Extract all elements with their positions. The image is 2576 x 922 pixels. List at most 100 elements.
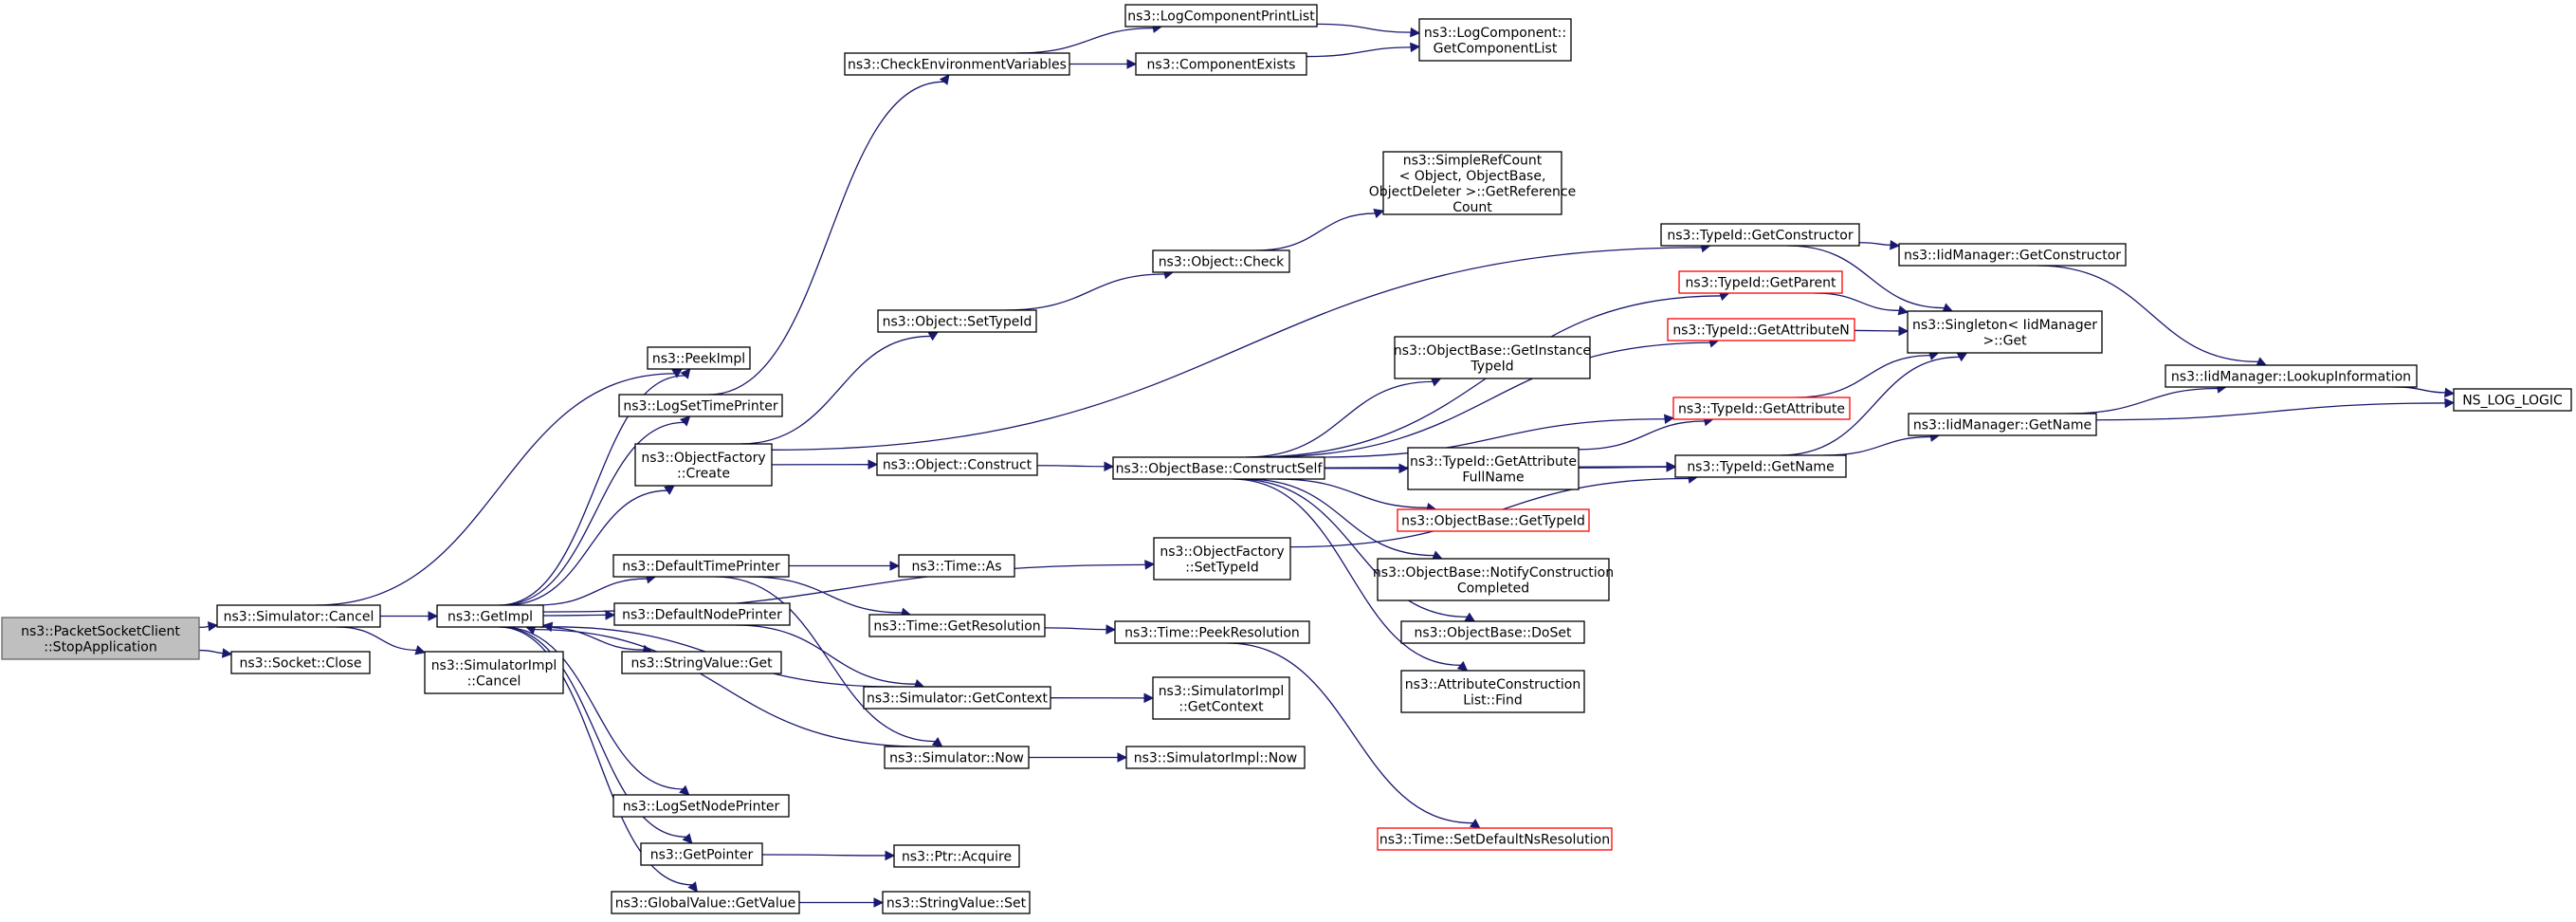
node-box[interactable]: [436, 604, 544, 628]
node-typeIdGetName[interactable]: ns3::TypeId::GetName: [1674, 454, 1847, 478]
node-iidMgrLookup[interactable]: ns3::IidManager::LookupInformation: [2165, 364, 2418, 388]
node-typeIdGetConstructor[interactable]: ns3::TypeId::GetConstructor: [1660, 223, 1860, 247]
node-objCheck[interactable]: ns3::Object::Check: [1152, 249, 1290, 273]
node-box[interactable]: [424, 651, 564, 694]
node-box[interactable]: [1907, 310, 2103, 354]
node-box[interactable]: [1667, 318, 1855, 341]
node-box[interactable]: [2453, 388, 2572, 412]
node-box[interactable]: [1112, 456, 1325, 480]
node-iidMgrGetName[interactable]: ns3::IidManager::GetName: [1908, 413, 2097, 436]
node-objBaseGetTypeId[interactable]: ns3::ObjectBase::GetTypeId: [1397, 508, 1590, 532]
node-box[interactable]: [1898, 243, 2127, 267]
node-box[interactable]: [1400, 620, 1585, 644]
node-box[interactable]: [1135, 52, 1307, 76]
node-box[interactable]: [1124, 4, 1318, 28]
node-simGetContext[interactable]: ns3::Simulator::GetContext: [863, 686, 1051, 710]
node-box[interactable]: [1672, 396, 1851, 420]
node-box[interactable]: [1407, 447, 1580, 490]
node-box[interactable]: [621, 651, 782, 674]
node-box[interactable]: [640, 842, 763, 866]
node-box[interactable]: [216, 604, 381, 628]
node-timeGetResolution[interactable]: ns3::Time::GetResolution: [868, 614, 1046, 637]
node-simNow[interactable]: ns3::Simulator::Now: [884, 746, 1030, 769]
node-box[interactable]: [1153, 537, 1291, 581]
node-box[interactable]: [1678, 270, 1843, 294]
node-box[interactable]: [2165, 364, 2418, 388]
node-box[interactable]: [647, 346, 751, 370]
node-box[interactable]: [1674, 454, 1847, 478]
node-box[interactable]: [1125, 746, 1306, 769]
node-simImplNow[interactable]: ns3::SimulatorImpl::Now: [1125, 746, 1306, 769]
node-logSetTimePrinter[interactable]: ns3::LogSetTimePrinter: [618, 394, 783, 417]
node-typeIdGetAttributeN[interactable]: ns3::TypeId::GetAttributeN: [1667, 318, 1855, 341]
node-box[interactable]: [868, 614, 1046, 637]
node-box[interactable]: [1660, 223, 1860, 247]
node-singletonGet[interactable]: ns3::Singleton< IidManager>::Get: [1907, 310, 2103, 354]
node-objFactorySetTypeId[interactable]: ns3::ObjectFactory::SetTypeId: [1153, 537, 1291, 581]
node-simImplCancel[interactable]: ns3::SimulatorImpl::Cancel: [424, 651, 564, 694]
node-objSetTypeId[interactable]: ns3::Object::SetTypeId: [877, 309, 1037, 333]
node-ptrAcquire[interactable]: ns3::Ptr::Acquire: [893, 844, 1020, 868]
node-sockClose[interactable]: ns3::Socket::Close: [230, 651, 371, 674]
node-box[interactable]: [1377, 558, 1610, 601]
node-box[interactable]: [893, 844, 1020, 868]
node-box[interactable]: [876, 452, 1038, 476]
node-logSetNodePrinter[interactable]: ns3::LogSetNodePrinter: [612, 794, 790, 818]
node-box[interactable]: [844, 52, 1070, 76]
node-box[interactable]: [1377, 827, 1613, 851]
node-objFactoryCreate[interactable]: ns3::ObjectFactory::Create: [634, 443, 773, 487]
node-objBaseConstructSelf[interactable]: ns3::ObjectBase::ConstructSelf: [1112, 456, 1325, 480]
node-stringValueSet[interactable]: ns3::StringValue::Set: [882, 891, 1031, 914]
node-box[interactable]: [612, 794, 790, 818]
node-defaultNodePrinter[interactable]: ns3::DefaultNodePrinter: [613, 602, 791, 626]
node-logCompPrintList[interactable]: ns3::LogComponentPrintList: [1124, 4, 1318, 28]
node-box[interactable]: [1397, 508, 1590, 532]
node-box[interactable]: [230, 651, 371, 674]
node-checkEnvVars[interactable]: ns3::CheckEnvironmentVariables: [844, 52, 1070, 76]
node-box[interactable]: [882, 891, 1031, 914]
node-box[interactable]: [1382, 151, 1562, 215]
node-typeIdGetParent[interactable]: ns3::TypeId::GetParent: [1678, 270, 1843, 294]
node-box[interactable]: [612, 554, 790, 578]
node-getPointer[interactable]: ns3::GetPointer: [640, 842, 763, 866]
node-box[interactable]: [611, 891, 800, 914]
node-box[interactable]: [863, 686, 1051, 710]
node-defaultTimePrinter[interactable]: ns3::DefaultTimePrinter: [612, 554, 790, 578]
node-globalValueGetValue[interactable]: ns3::GlobalValue::GetValue: [611, 891, 800, 914]
node-objBaseNotify[interactable]: ns3::ObjectBase::NotifyConstructionCompl…: [1373, 558, 1614, 601]
node-simCancel[interactable]: ns3::Simulator::Cancel: [216, 604, 381, 628]
node-iidMgrGetConstructor[interactable]: ns3::IidManager::GetConstructor: [1898, 243, 2127, 267]
node-box[interactable]: [1152, 676, 1290, 720]
node-box[interactable]: [1908, 413, 2097, 436]
node-box[interactable]: [1, 617, 200, 660]
node-box[interactable]: [618, 394, 783, 417]
node-box[interactable]: [877, 309, 1037, 333]
node-box[interactable]: [884, 746, 1030, 769]
node-timeAs[interactable]: ns3::Time::As: [898, 554, 1015, 578]
node-timePeekResolution[interactable]: ns3::Time::PeekResolution: [1114, 620, 1310, 644]
node-typeIdGetAttribute[interactable]: ns3::TypeId::GetAttribute: [1672, 396, 1851, 420]
node-simpleRefCount[interactable]: ns3::SimpleRefCount< Object, ObjectBase,…: [1369, 151, 1576, 215]
node-timeSetDefaultNsRes[interactable]: ns3::Time::SetDefaultNsResolution: [1377, 827, 1613, 851]
node-box[interactable]: [1114, 620, 1310, 644]
node-box[interactable]: [613, 602, 791, 626]
node-box[interactable]: [1152, 249, 1290, 273]
node-getImpl[interactable]: ns3::GetImpl: [436, 604, 544, 628]
node-simImplGetContext[interactable]: ns3::SimulatorImpl::GetContext: [1152, 676, 1290, 720]
node-peekImpl[interactable]: ns3::PeekImpl: [647, 346, 751, 370]
node-componentExists[interactable]: ns3::ComponentExists: [1135, 52, 1307, 76]
node-stringValueGet[interactable]: ns3::StringValue::Get: [621, 651, 782, 674]
node-box[interactable]: [1418, 18, 1572, 62]
node-box[interactable]: [1394, 336, 1591, 379]
node-logCompGetList[interactable]: ns3::LogComponent::GetComponentList: [1418, 18, 1572, 62]
node-box[interactable]: [1400, 670, 1585, 713]
node-box[interactable]: [898, 554, 1015, 578]
node-objConstruct[interactable]: ns3::Object::Construct: [876, 452, 1038, 476]
node-box[interactable]: [634, 443, 773, 487]
node-nsLogLogic[interactable]: NS_LOG_LOGIC: [2453, 388, 2572, 412]
node-root[interactable]: ns3::PacketSocketClient::StopApplication: [1, 617, 200, 660]
node-objBaseDoSet[interactable]: ns3::ObjectBase::DoSet: [1400, 620, 1585, 644]
